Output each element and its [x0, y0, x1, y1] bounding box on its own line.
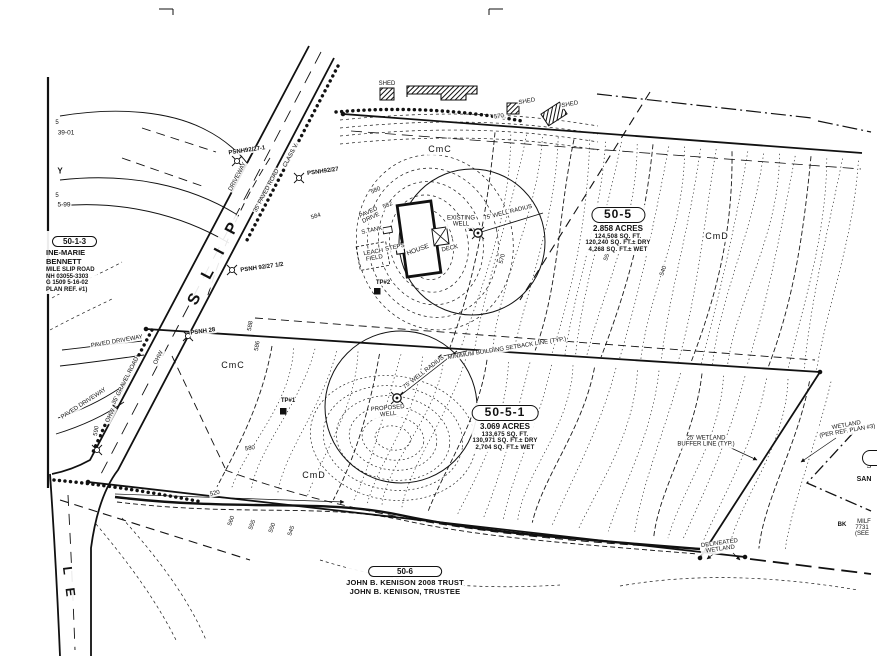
parcel-50-5-1-dry: 130,971 SQ. FT.± DRY — [472, 438, 538, 445]
test-pit-symbols — [280, 288, 381, 415]
building-footprint — [406, 85, 478, 101]
roads — [49, 45, 335, 657]
parcel-50-6-id: 50-6 — [367, 566, 443, 578]
wetland-stream — [114, 493, 701, 555]
tp2-symbol — [374, 288, 381, 295]
parcel-50-5-1-area: 133,675 SQ. FT. — [481, 431, 529, 438]
parcel-50-1-3-owner2: BENNETT — [46, 257, 82, 267]
leach-field-outline — [355, 241, 391, 271]
pole-symbol-2 — [293, 172, 305, 184]
parcel-50-5-id: 50-5 — [590, 207, 646, 223]
parcel-50-1-3-owner1: INE-MARIE — [46, 248, 86, 258]
label-nr-s: S — [865, 463, 873, 471]
label-cmc-1: CmC — [427, 144, 453, 155]
label-nr-san: SAN — [855, 476, 873, 484]
parcel-50-1-3-id: 50-1-3 — [52, 236, 98, 248]
parcel-50-6-owner1: JOHN B. KENISON 2008 TRUST — [346, 578, 464, 588]
label-nr-bk: BK — [836, 521, 848, 529]
parcel-50-1-3-addr2: NH 03055-3303 — [46, 273, 89, 280]
parcel-50-5-area: 124,508 SQ. FT. — [594, 233, 642, 240]
label-frag-5b: 5 — [54, 192, 60, 200]
parcel-50-5-wet: 4,268 SQ. FT.± WET — [588, 247, 648, 254]
parcel-50-5-acres: 2.858 ACRES — [593, 224, 643, 234]
label-tp-1: TP#1 — [279, 397, 297, 405]
label-nr-7731: 7731 — [854, 524, 870, 532]
shed1-footprint — [379, 87, 395, 101]
parcel-50-5-1-acres: 3.069 ACRES — [480, 422, 530, 432]
label-frag-y: Y — [56, 166, 64, 177]
parcel-50-1-3-info: 50-1-3 INE-MARIE BENNETT MILE SLIP ROAD … — [46, 231, 98, 295]
label-existing-well: EXISTING WELL — [445, 215, 477, 229]
utility-pole-symbols — [91, 155, 305, 456]
label-frag-5a: 5 — [54, 119, 60, 127]
label-shed-1: SHED — [377, 80, 397, 88]
stone-walls — [52, 64, 524, 504]
label-nr-see: (SEE — [853, 530, 871, 538]
parcel-50-5-dry: 120,240 SQ. FT.± DRY — [585, 240, 651, 247]
shed2-footprint — [506, 102, 520, 115]
label-tp-2: TP#2 — [374, 279, 392, 287]
neighbor-parcel-box — [862, 450, 877, 466]
label-cmc-2: CmC — [220, 360, 246, 371]
label-cmd-1: CmD — [704, 231, 730, 242]
leader-arrows — [437, 226, 837, 561]
buildings — [355, 85, 568, 279]
parcel-50-1-3-ref1: G 1509 5-16-02 — [46, 280, 89, 287]
pole-symbol-3 — [226, 264, 238, 276]
tp1-symbol — [280, 408, 287, 415]
parcel-50-6-info: 50-6 JOHN B. KENISON 2008 TRUST JOHN B. … — [346, 561, 464, 597]
label-cmd-2: CmD — [301, 470, 327, 481]
label-wetland-buffer: 25' WETLAND BUFFER LINE (TYP.) — [676, 435, 736, 449]
parcel-50-1-3-addr1: MILE SLIP ROAD — [46, 266, 95, 273]
label-frag-5-99: 5-99 — [56, 201, 72, 209]
parcel-50-6-owner2: JOHN B. KENISON, TRUSTEE — [349, 587, 461, 597]
septic-tank-outline — [382, 225, 393, 235]
label-nr-milf: MILF — [856, 518, 872, 526]
label-frag-39-01: 39-01 — [56, 129, 76, 137]
parcel-50-5-1-id: 50-5-1 — [471, 405, 539, 421]
deck-footprint — [431, 226, 450, 247]
existing-well-symbol — [471, 226, 485, 240]
parcel-50-1-3-ref2: PLAN REF. #1) — [46, 287, 88, 294]
pole-symbol-5 — [91, 444, 103, 456]
proposed-well-symbol — [390, 391, 404, 405]
parcel-50-5-1-wet: 2,704 SQ. FT.± WET — [475, 445, 535, 452]
parcel-50-5-info: 50-5 2.858 ACRES 124,508 SQ. FT. 120,240… — [585, 205, 651, 255]
parcel-50-5-1-info: 50-5-1 3.069 ACRES 133,675 SQ. FT. 130,9… — [471, 403, 539, 453]
